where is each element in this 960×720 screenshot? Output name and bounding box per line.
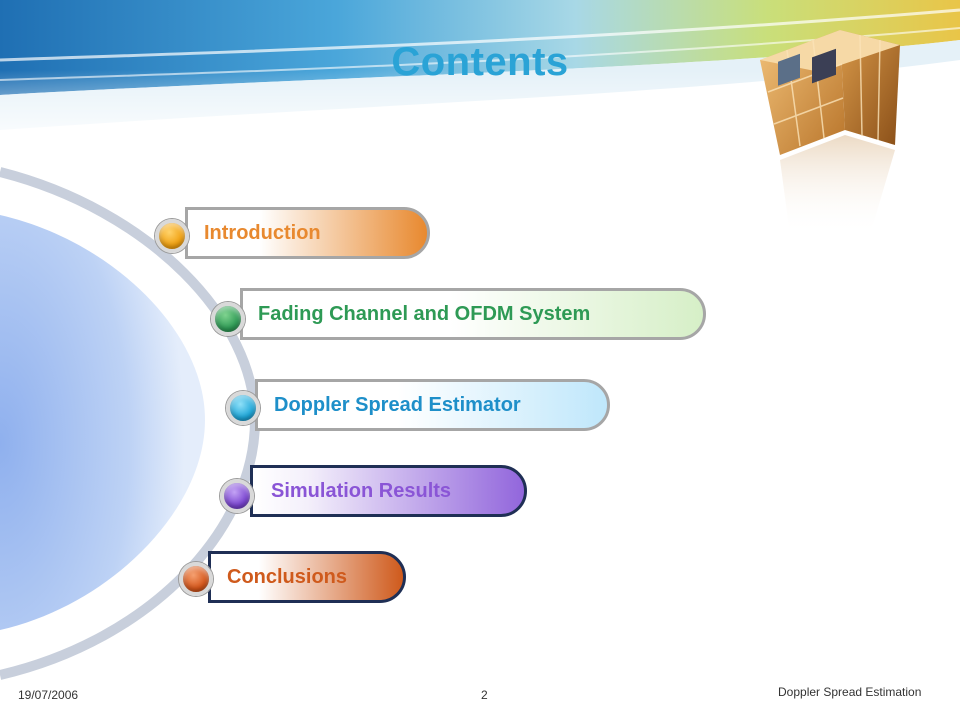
footer-page-number: 2 <box>481 688 488 702</box>
menu-item-label: Simulation Results <box>271 480 452 502</box>
menu-item-doppler-estimator[interactable]: Doppler Spread Estimator <box>255 379 610 431</box>
header-banner <box>0 0 960 150</box>
menu-item-label: Fading Channel and OFDM System <box>258 303 591 325</box>
bullet-dot-red-orange <box>179 562 213 596</box>
menu-item-label: Conclusions <box>227 566 348 588</box>
menu-item-label: Introduction <box>204 222 321 244</box>
bullet-dot-orange <box>155 219 189 253</box>
menu-item-introduction[interactable]: Introduction <box>185 207 430 259</box>
bullet-dot-purple <box>220 479 254 513</box>
footer-presentation-title: Doppler Spread Estimation <box>778 685 922 699</box>
footer-date: 19/07/2006 <box>18 688 79 702</box>
menu-item-label: Doppler Spread Estimator <box>274 394 521 416</box>
cube-graphic <box>760 30 900 235</box>
menu-item-fading-channel[interactable]: Fading Channel and OFDM System <box>240 288 706 340</box>
menu-item-simulation-results[interactable]: Simulation Results <box>250 465 527 517</box>
decorative-arc <box>0 167 260 680</box>
bullet-dot-green <box>211 302 245 336</box>
slide-title: Contents <box>391 40 569 84</box>
menu-item-conclusions[interactable]: Conclusions <box>208 551 406 603</box>
bullet-dot-blue <box>226 391 260 425</box>
